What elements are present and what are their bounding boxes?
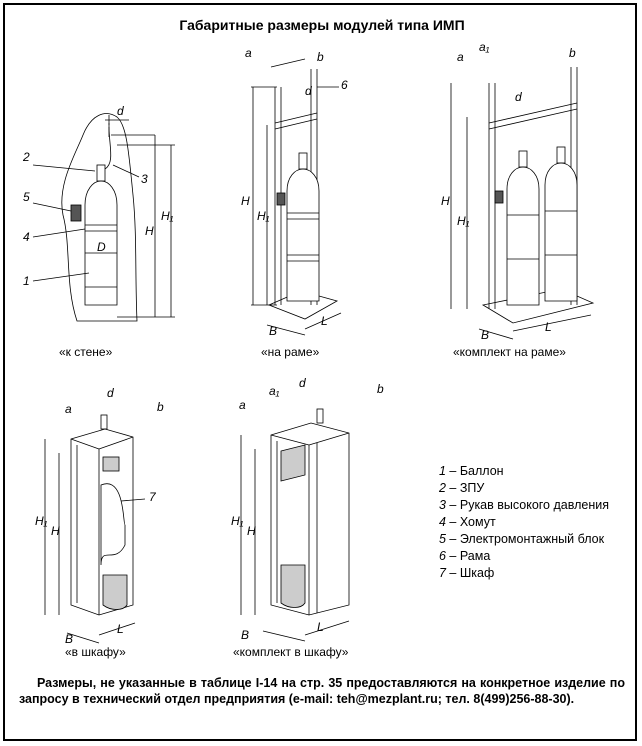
callout-3: 3 [141,172,148,186]
dim-L-set: L [545,320,552,334]
figure-frame-set: H H₁ a a₁ b d B L [441,40,595,342]
dim-a-set: a [457,50,464,64]
dim-H1-cabinet: H₁ [35,514,48,528]
dim-b-cabinet-set: b [377,382,384,396]
callout-4: 4 [23,230,30,244]
dim-B-cabinet-set: B [241,628,249,642]
dim-B-cabinet: B [65,632,73,646]
figure-cabinet: H₁ H a b d 7 B L [35,386,164,646]
footer-note: Размеры, не указанные в таблице I-14 на … [19,676,625,706]
electric-box [70,204,82,222]
dim-H1-cabinet-set: H₁ [231,514,244,528]
caption-cabinet-set: «комплект в шкафу» [233,645,349,659]
dim-a-cabinet-set: a [239,398,246,412]
caption-frame-set: «комплект на раме» [453,345,566,359]
caption-wall: «к стене» [59,345,113,359]
dim-b-frame: b [317,50,324,64]
legend-item-3: 3 – Рукав высокого давления [439,498,609,512]
callout-6: 6 [341,78,348,92]
valve-1 [96,164,106,182]
outlet-cabinet-set [316,408,324,424]
dim-H: H [145,224,154,238]
valve-cabinet-set [280,444,306,482]
hose-1 [104,126,112,170]
figure-cabinet-set: H₁ H a a₁ d b B L [231,376,384,642]
dim-d-cabinet: d [107,386,114,400]
dim-D: D [97,240,106,254]
drawings: D d H H₁ 2 3 5 4 1 [22,40,595,646]
cabinet-door-cut [100,483,126,566]
dim-L-frame: L [321,314,328,328]
callout-5: 5 [23,190,30,204]
cylinder-frame [286,168,320,302]
caption-cabinet: «в шкафу» [65,645,126,659]
dim-a1-cabinet-set: a₁ [269,384,280,398]
wall-silhouette [61,113,138,322]
valve-cabinet [102,456,120,472]
dim-H1-set: H₁ [457,214,470,228]
callout-7: 7 [149,490,157,504]
callout-2: 2 [22,150,30,164]
caption-frame: «на раме» [261,345,320,359]
dim-H1-frame: H₁ [257,209,270,223]
callout-1: 1 [23,274,30,288]
dim-H1: H₁ [161,209,174,223]
legend-item-1: 1 – Баллон [439,464,504,478]
valve-frame [298,152,308,170]
cylinder-cabinet [102,574,128,610]
dim-d-cabinet-set: d [299,376,306,390]
dim-b-cabinet: b [157,400,164,414]
dim-b-set: b [569,46,576,60]
page-frame: Габаритные размеры модулей типа ИМП D d [3,3,637,741]
dim-a-cabinet: a [65,402,72,416]
cylinder-cabinet-set [280,564,306,608]
dim-d-frame: d [305,84,312,98]
legend-item-7: 7 – Шкаф [439,566,495,580]
legend-item-6: 6 – Рама [439,549,491,563]
dim-H-cabinet-set: H [247,524,256,538]
legend-item-4: 4 – Хомут [439,515,496,529]
dim-H-cabinet: H [51,524,60,538]
page-title: Габаритные размеры модулей типа ИМП [179,17,465,33]
legend-item-5: 5 – Электромонтажный блок [439,532,605,546]
figure-wall-mount: D d H H₁ 2 3 5 4 1 [22,104,175,322]
dim-d-set: d [515,90,522,104]
legend: 1 – Баллон 2 – ЗПУ 3 – Рукав высокого да… [439,463,609,582]
dim-a1-set: a₁ [479,40,490,54]
dim-B-frame: B [269,324,277,338]
legend-item-2: 2 – ЗПУ [439,481,485,495]
outlet-cabinet [100,414,108,430]
cylinder-set-2 [544,162,578,302]
dim-H-set: H [441,194,450,208]
dim-L-cabinet: L [117,622,124,636]
dim-L-cabinet-set: L [317,620,324,634]
electric-box-frame [276,192,286,206]
dim-d: d [117,104,124,118]
cylinder-set-1 [506,166,540,306]
figure-on-frame: H H₁ a b d 6 B L [241,46,348,338]
dim-H-frame: H [241,194,250,208]
dim-a-frame: a [245,46,252,60]
dim-B-set: B [481,328,489,342]
